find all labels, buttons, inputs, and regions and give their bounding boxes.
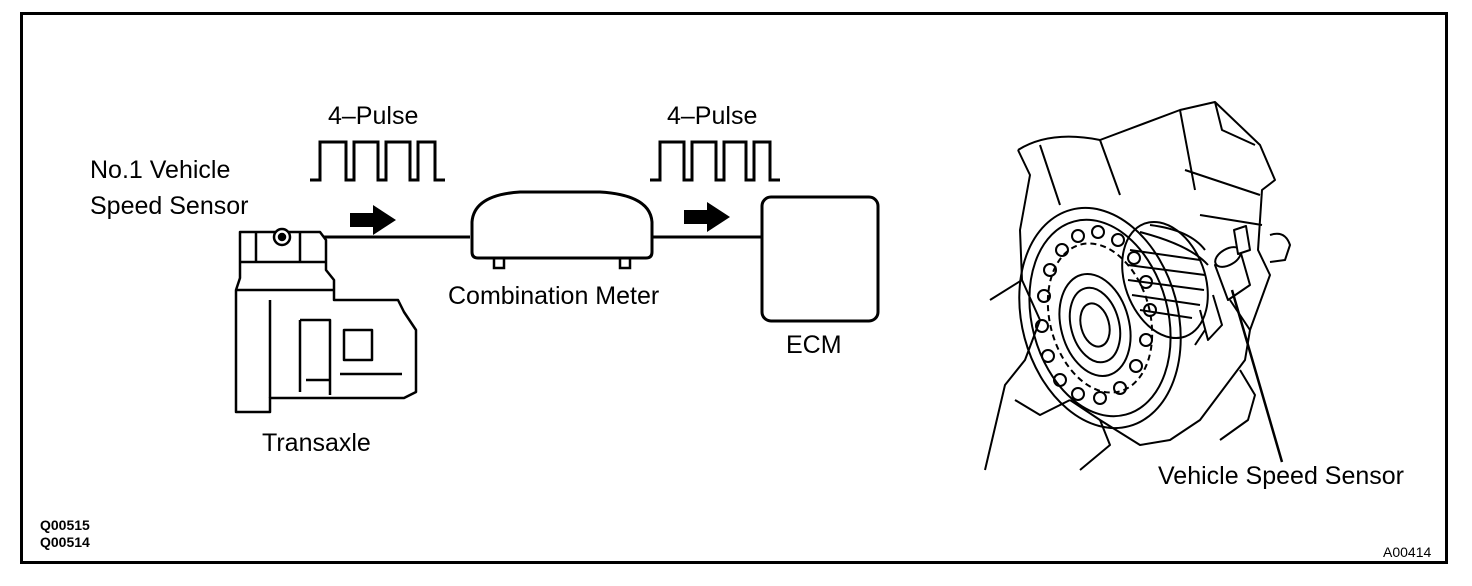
ecm-label: ECM bbox=[786, 331, 842, 359]
pulse-label-left: 4–Pulse bbox=[328, 102, 419, 130]
diagram-frame bbox=[20, 12, 1448, 564]
combination-meter-shape bbox=[470, 190, 654, 260]
transaxle-drawing bbox=[234, 227, 418, 414]
meter-right-tab bbox=[618, 258, 632, 270]
figure-code-left-1: Q00515 bbox=[40, 517, 90, 533]
meter-left-tab bbox=[492, 258, 506, 270]
sensor-label-line1: No.1 Vehicle bbox=[90, 156, 231, 184]
vehicle-speed-sensor-drawing bbox=[984, 101, 1291, 471]
pulse-waveform-left bbox=[310, 140, 445, 182]
meter-label: Combination Meter bbox=[448, 282, 660, 310]
arrow-right-icon bbox=[684, 202, 730, 232]
figure-code-right: A00414 bbox=[1383, 544, 1432, 560]
pulse-waveform-right bbox=[650, 140, 780, 182]
transaxle-label: Transaxle bbox=[262, 429, 371, 457]
vehicle-speed-sensor-label: Vehicle Speed Sensor bbox=[1158, 462, 1405, 490]
arrow-right-icon bbox=[350, 205, 396, 235]
figure-code-left-2: Q00514 bbox=[40, 534, 90, 550]
ecm-box bbox=[760, 195, 880, 323]
pulse-label-right: 4–Pulse bbox=[667, 102, 758, 130]
sensor-label-line2: Speed Sensor bbox=[90, 192, 249, 220]
